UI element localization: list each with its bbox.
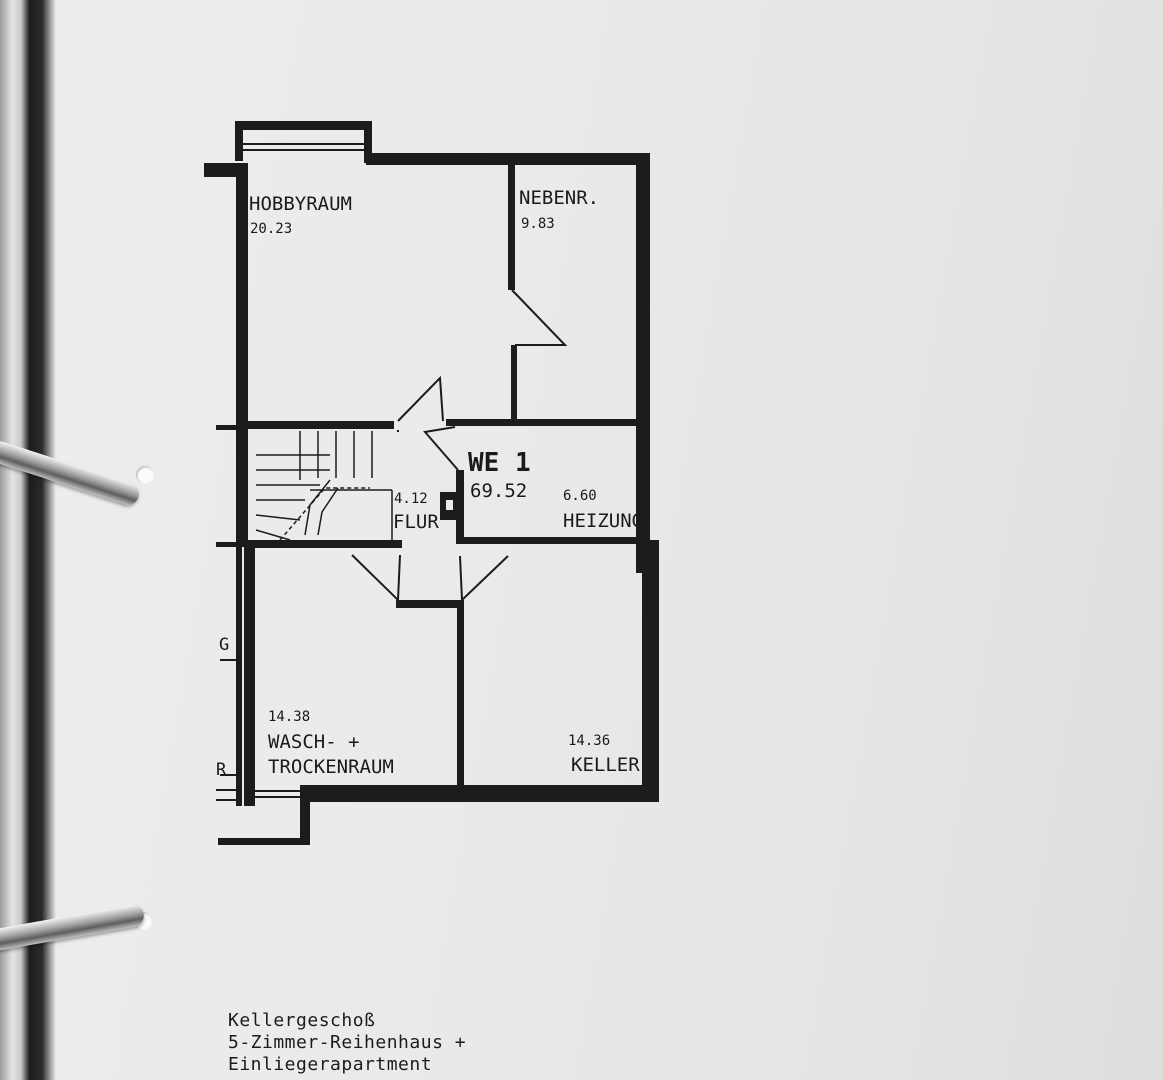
door-swings [351,289,568,603]
keller-name: KELLER [571,754,640,776]
chimney [440,492,458,520]
right-wall [636,153,650,573]
plan-caption: Kellergeschoß 5-Zimmer-Reihenhaus + Einl… [228,1010,466,1076]
we-name: WE 1 [468,448,531,478]
walls [204,121,659,845]
flur-name: FLUR [393,511,439,533]
keller-left-wall [457,600,464,788]
wasch-name-line2: TROCKENRAUM [268,756,394,778]
wasch-door-wall [396,600,460,608]
right-wall-lower [642,540,659,802]
top-wall-right [366,153,650,165]
caption-line-2: 5-Zimmer-Reihenhaus + [228,1032,467,1053]
left-wall-lower [244,540,255,806]
heizung-bottom-wall [458,537,638,544]
bottom-wall [300,785,659,802]
heizung-area: 6.60 [563,488,597,504]
heizung-name: HEIZUNG [563,510,643,532]
bottom-bay-bottom [218,838,310,845]
heizung-left-wall [456,470,464,544]
wasch-name-line1: WASCH- + [268,731,360,753]
neben-left-wall [508,165,515,290]
wasch-area: 14.38 [268,709,310,725]
hobby-flur-wall [244,421,394,429]
neben-name: NEBENR. [519,187,599,209]
top-wall-left-stub [204,163,238,177]
punch-hole-top [136,466,154,484]
bay-left [235,121,243,161]
neben-area: 9.83 [521,216,555,232]
left-wall-outer [236,540,242,806]
neben-door [511,289,568,346]
edge-mark-r: R [216,760,227,780]
bay-right [364,121,372,163]
stair-bottom-wall [250,540,402,548]
keller-area: 14.36 [568,733,610,749]
keller-door [459,555,509,603]
outside-stub-top [216,425,244,430]
neben-left-wall-lower [511,345,517,425]
we-area: 69.52 [470,480,527,502]
heizung-door [423,426,459,471]
hobby-door [397,375,444,422]
bay-top [235,121,372,130]
outside-stub-bottom [216,542,246,547]
hobby-name: HOBBYRAUM [249,193,352,215]
hobby-area: 20.23 [250,221,292,237]
staircase [255,431,393,541]
left-wall-upper [236,163,248,545]
caption-line-1: Kellergeschoß [228,1010,376,1031]
wasch-door [351,554,401,603]
windows [216,143,364,801]
caption-line-3: Einliegerapartment [228,1054,433,1075]
flur-area: 4.12 [394,491,428,507]
edge-mark-g: G [219,635,229,655]
bottom-bay-right [300,785,310,845]
heizung-top-wall [446,419,638,426]
